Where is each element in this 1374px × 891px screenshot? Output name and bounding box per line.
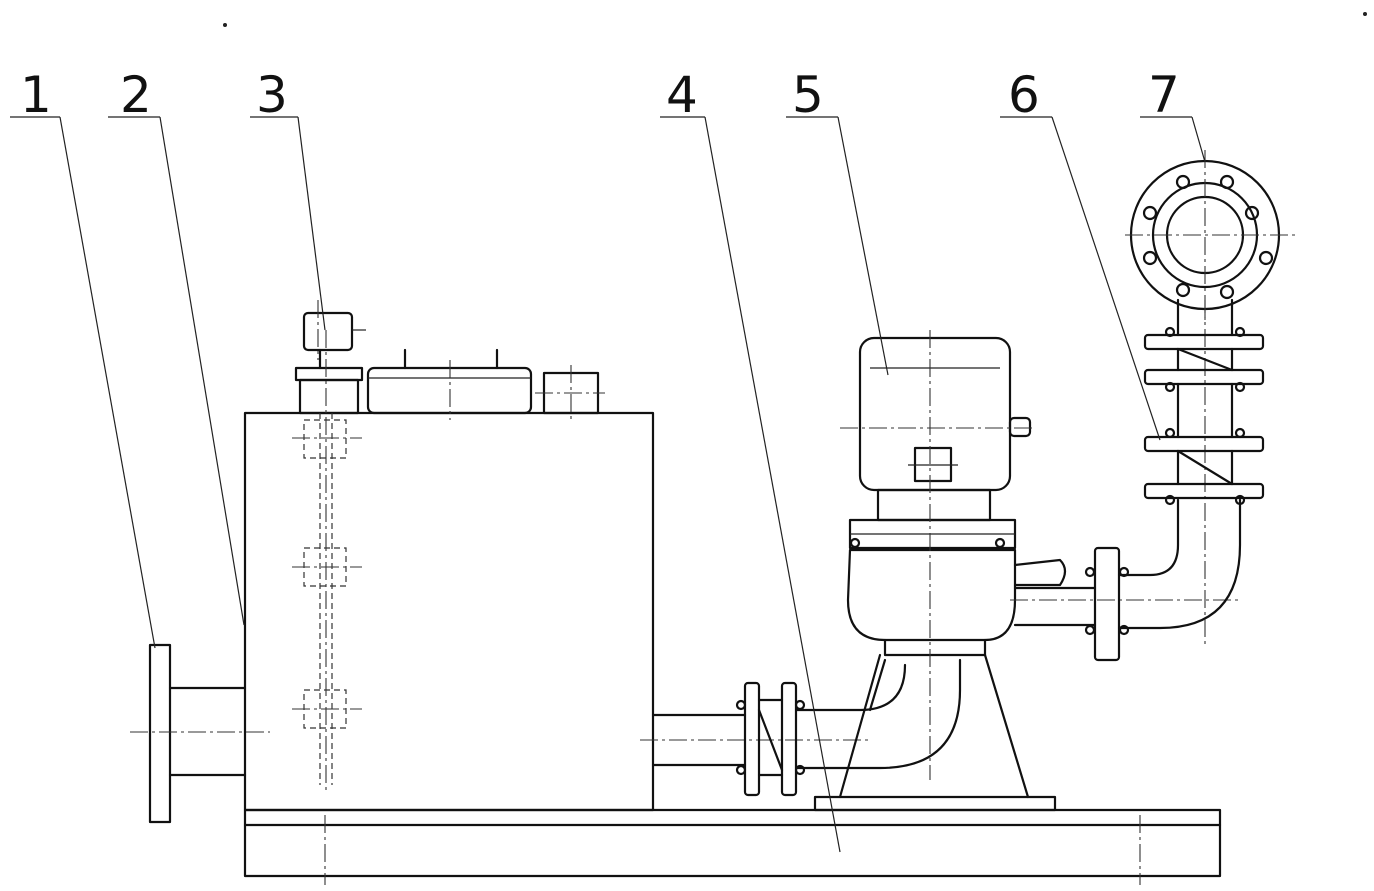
scan-dot	[223, 23, 227, 27]
label-1: 1	[20, 66, 52, 124]
water-tank	[243, 348, 655, 812]
outlet-flange	[1125, 150, 1295, 320]
label-5: 5	[792, 66, 824, 124]
label-7: 7	[1148, 66, 1180, 124]
base-frame	[243, 795, 1222, 885]
leader-lines	[10, 116, 1206, 853]
label-2: 2	[120, 66, 152, 124]
scan-dot	[1363, 12, 1367, 16]
pump-motor	[838, 330, 1067, 799]
label-3: 3	[256, 66, 288, 124]
label-6: 6	[1008, 66, 1040, 124]
label-4: 4	[666, 66, 698, 124]
inlet-flange	[130, 643, 270, 824]
level-sensor	[292, 300, 366, 790]
suction-pipe	[640, 658, 962, 797]
discharge-pipe	[1010, 298, 1265, 662]
